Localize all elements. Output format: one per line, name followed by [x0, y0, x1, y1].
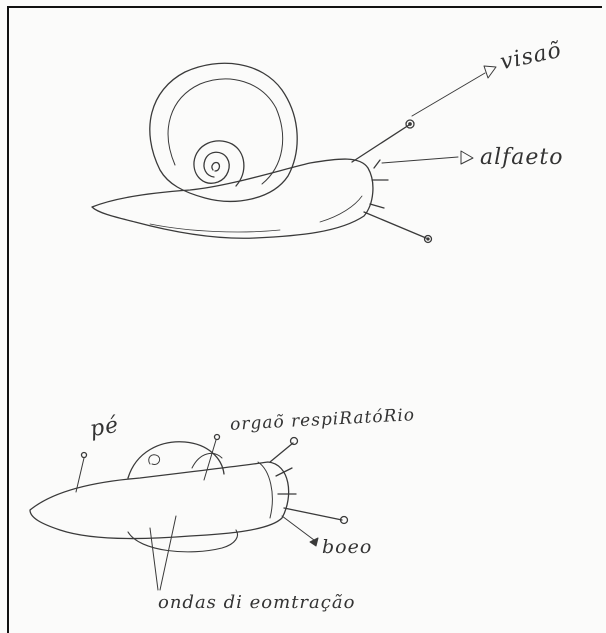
snail-2-lower-tentacle [284, 508, 342, 520]
snail-1-upper-tentacle [352, 125, 409, 162]
snail-2-body [30, 462, 289, 538]
respiratory-pointer-line [204, 440, 216, 480]
snail-1-spiral-center [212, 163, 219, 171]
vision-pointer-line [412, 73, 485, 116]
snail-2 [30, 435, 348, 591]
label-smell: alfaeto [480, 145, 564, 170]
smell-arrowhead [461, 151, 473, 164]
snail-1-foot-shade [150, 196, 362, 232]
snail-1-foot [92, 159, 373, 238]
snail-2-small-tentacles [276, 468, 296, 494]
snail-1 [92, 63, 496, 242]
respiratory-pointer-dot [215, 435, 220, 440]
snail-2-upper-eye [291, 438, 298, 445]
vision-arrowhead [484, 66, 496, 78]
label-mouth: boeo [322, 536, 372, 558]
snail-2-inner-shell [192, 453, 222, 468]
smell-pointer-line [382, 157, 458, 163]
snail-1-shell-inner [168, 79, 283, 184]
label-foot: pé [88, 413, 121, 443]
snail-1-shell [150, 63, 297, 201]
snail-1-lower-tentacle [364, 212, 426, 238]
snail-2-shell-spiral [149, 455, 160, 465]
label-contraction-waves: ondas di eomtração [158, 592, 355, 613]
mouth-arrowhead [310, 538, 318, 546]
snail-2-upper-tentacle [270, 443, 293, 462]
waves-pointer-lines [150, 516, 176, 590]
foot-pointer-dot [82, 453, 87, 458]
mouth-pointer-line [282, 516, 314, 540]
snail-2-head-ridge [258, 462, 272, 518]
